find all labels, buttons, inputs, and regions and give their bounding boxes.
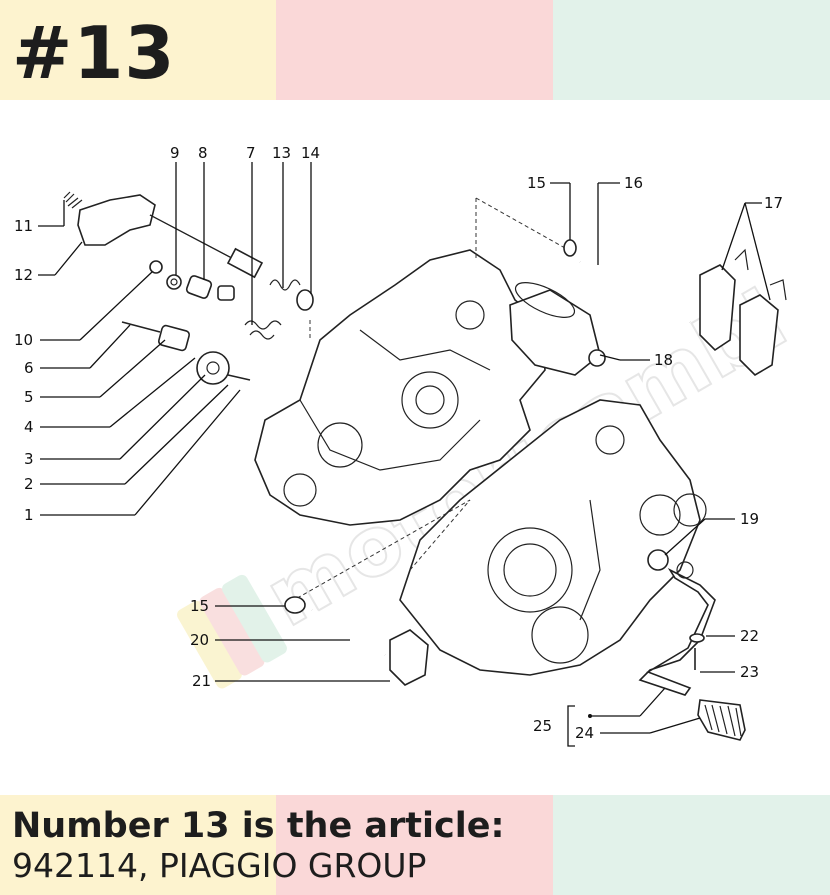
callout-18: 18 (654, 351, 673, 369)
callout-14: 14 (301, 144, 320, 162)
header-band-pink (276, 0, 553, 100)
selector-rod-16 (578, 259, 692, 325)
selector-fork-21 (389, 629, 429, 686)
callout-12: 12 (14, 266, 33, 284)
callout-8: 8 (198, 144, 208, 162)
footer-band-yellow (0, 795, 276, 895)
callout-17: 17 (764, 194, 783, 212)
callout-24: 24 (575, 724, 594, 742)
callout-10: 10 (14, 331, 33, 349)
callout-leader-lines (38, 162, 771, 747)
exploded-parts-diagram: motoricambi (14, 144, 803, 747)
selector-forks-17 (699, 248, 787, 377)
torsion-spring-7 (244, 320, 282, 340)
footer-band (0, 795, 830, 895)
selector-drum-18 (509, 282, 606, 376)
rubber-grip-24 (697, 699, 746, 741)
washer-22 (689, 633, 705, 643)
gear-selector-shaft-assembly (63, 191, 314, 385)
crankcase-left-half (254, 249, 546, 526)
callout-25: 25 (533, 717, 552, 735)
callout-23: 23 (740, 663, 759, 681)
caption-subtitle: 942114, PIAGGIO GROUP (12, 846, 427, 885)
assembly-guide-lines (284, 197, 566, 606)
crankcase-right-half (399, 399, 707, 676)
callout-20: 20 (190, 631, 209, 649)
callout-6: 6 (24, 359, 34, 377)
callout-1: 1 (24, 506, 34, 524)
callout-4: 4 (24, 418, 34, 436)
spring-11 (63, 191, 83, 209)
callout-5: 5 (24, 388, 34, 406)
footer-band-green (553, 795, 830, 895)
selector-shaft-20 (310, 607, 387, 658)
callout-15-top: 15 (527, 174, 546, 192)
header-band-yellow (0, 0, 276, 100)
callout-9: 9 (170, 144, 180, 162)
kickstart-lever-assembly (638, 549, 746, 741)
callout-13: 13 (272, 144, 291, 162)
circlip-15-bottom (284, 596, 306, 614)
callout-16: 16 (624, 174, 643, 192)
spring-13 (269, 279, 301, 291)
callout-19: 19 (740, 510, 759, 528)
callout-21: 21 (192, 672, 211, 690)
header-band-green (553, 0, 830, 100)
article-number-badge: #13 (12, 11, 176, 95)
callout-7: 7 (246, 144, 256, 162)
callout-11: 11 (14, 217, 33, 235)
callout-22: 22 (740, 627, 759, 645)
callout-3: 3 (24, 450, 34, 468)
callout-15-bottom: 15 (190, 597, 209, 615)
oil-seal-19 (647, 549, 669, 571)
header-band (0, 0, 830, 100)
caption-title: Number 13 is the article: (12, 806, 505, 846)
callout-2: 2 (24, 475, 34, 493)
footer-band-pink (276, 795, 553, 895)
circlip-15-top (563, 239, 577, 257)
